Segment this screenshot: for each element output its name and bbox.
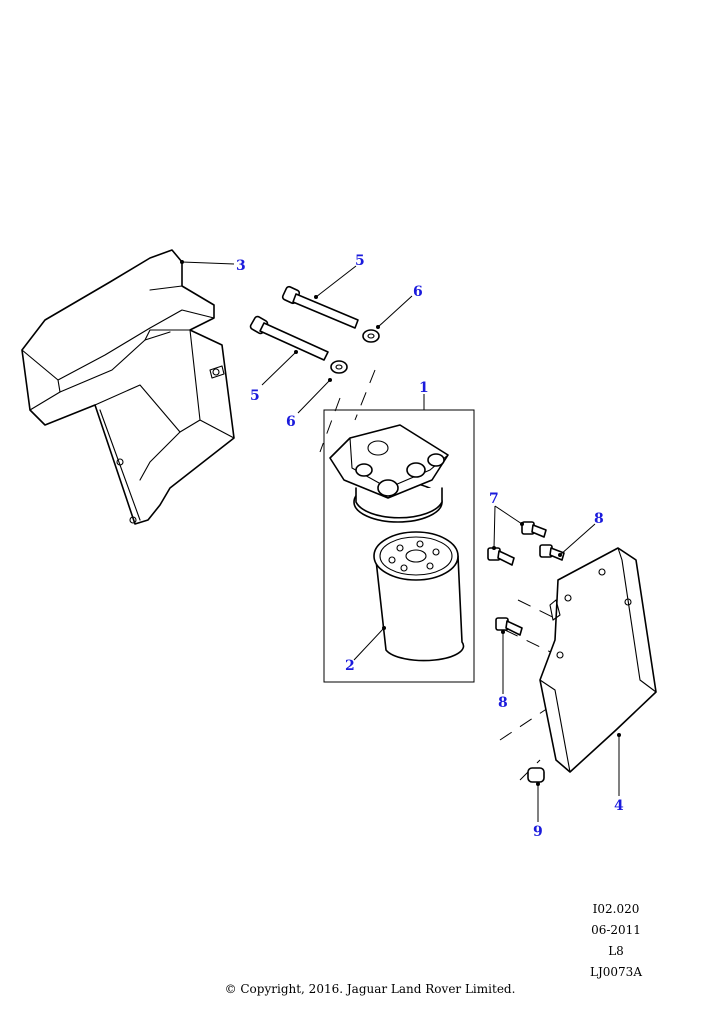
washer-lower	[330, 360, 348, 374]
callout-2: 2	[345, 658, 355, 674]
callout-6-lower: 6	[286, 414, 296, 430]
washer-upper	[362, 329, 380, 343]
callout-8-lower: 8	[498, 695, 508, 711]
bolt-8-upper	[539, 544, 565, 561]
bolt-7-upper	[521, 521, 547, 538]
bolt-7-lower	[487, 547, 515, 566]
callout-8-upper: 8	[594, 511, 604, 527]
callout-7: 7	[489, 491, 499, 507]
bolt-8-lower	[495, 617, 523, 636]
diagram-level: L8	[608, 944, 624, 958]
callout-9: 9	[533, 824, 543, 840]
heat-shield-bracket	[21, 249, 235, 525]
filter-head	[329, 424, 449, 523]
filter-element	[373, 531, 465, 662]
diagram-ref: I02.020	[592, 902, 640, 916]
long-bolt-lower	[249, 315, 329, 361]
drawing-id: LJ0073A	[590, 965, 642, 979]
callout-5-lower: 5	[250, 388, 260, 404]
diagram-date: 06-2011	[591, 923, 641, 937]
mounting-plate	[539, 547, 657, 773]
copyright-notice: © Copyright, 2016. Jaguar Land Rover Lim…	[224, 982, 516, 996]
long-bolt-upper	[281, 285, 359, 329]
leader-lines	[180, 260, 621, 822]
callout-1: 1	[419, 380, 429, 396]
callout-6-upper: 6	[413, 284, 423, 300]
filter-assembly-box	[323, 409, 475, 683]
callout-3: 3	[236, 258, 246, 274]
callout-4: 4	[614, 798, 624, 814]
spacer-9	[527, 767, 545, 783]
callout-5-upper: 5	[355, 253, 365, 269]
